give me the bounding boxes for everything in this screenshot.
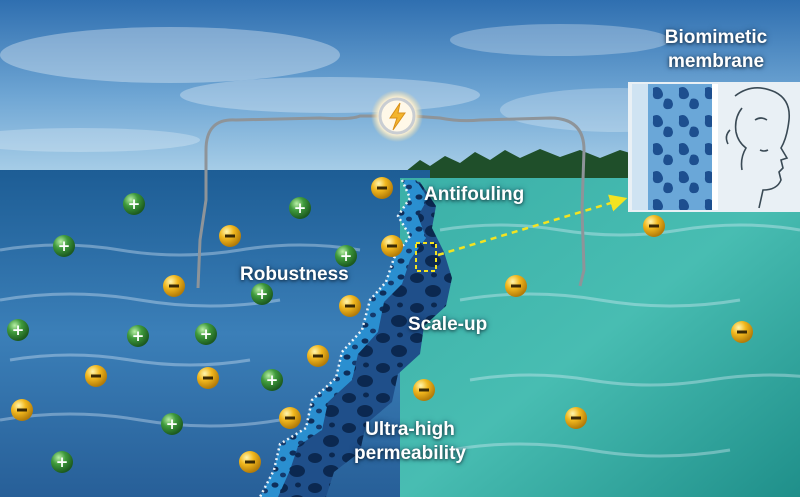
positive-ion: +	[251, 283, 273, 305]
negative-ions	[11, 177, 753, 473]
negative-ion	[197, 367, 219, 389]
svg-text:+: +	[294, 199, 307, 217]
water-ripples	[0, 223, 800, 458]
positive-ion: +	[51, 451, 73, 473]
positive-ion: +	[289, 197, 311, 219]
positive-ion: +	[127, 325, 149, 347]
wire-right	[411, 114, 586, 287]
negative-ion	[339, 295, 361, 317]
svg-text:+: +	[56, 453, 69, 471]
positive-ion: +	[335, 245, 357, 267]
positive-ion: +	[261, 369, 283, 391]
svg-text:+: +	[128, 195, 141, 213]
svg-text:+: +	[256, 285, 269, 303]
wire-left	[196, 114, 382, 289]
positive-ions: + + + + + + + + + + +	[7, 193, 357, 473]
negative-ion	[219, 225, 241, 247]
negative-ion	[413, 379, 435, 401]
highlight-box	[415, 242, 437, 272]
svg-text:+: +	[58, 237, 71, 255]
ultra-line1: Ultra-high	[365, 419, 455, 440]
negative-ion	[565, 407, 587, 429]
svg-text:+: +	[200, 325, 213, 343]
negative-ion	[371, 177, 393, 199]
positive-ion: +	[53, 235, 75, 257]
positive-ion: +	[161, 413, 183, 435]
lightning-bulb-icon	[371, 90, 423, 142]
ultra-high-permeability-label: Ultra-high permeability	[344, 418, 476, 466]
svg-text:+: +	[132, 327, 145, 345]
svg-text:+: +	[266, 371, 279, 389]
negative-ion	[381, 235, 403, 257]
biomimetic-membrane-label: Biomimetic membrane	[640, 26, 792, 74]
svg-text:+: +	[12, 321, 25, 339]
negative-ion	[85, 365, 107, 387]
negative-ion	[307, 345, 329, 367]
svg-text:+: +	[166, 415, 179, 433]
negative-ion	[643, 215, 665, 237]
svg-text:+: +	[340, 247, 353, 265]
antifouling-label: Antifouling	[424, 184, 525, 205]
negative-ion	[279, 407, 301, 429]
positive-ion: +	[7, 319, 29, 341]
membrane-edge	[258, 179, 412, 497]
positive-ion: +	[123, 193, 145, 215]
biomimetic-panel	[628, 82, 800, 212]
ultra-line2: permeability	[354, 443, 466, 464]
negative-ion	[731, 321, 753, 343]
face-profile-icon	[725, 87, 791, 209]
negative-ion	[239, 451, 261, 473]
negative-ion	[163, 275, 185, 297]
negative-ion	[505, 275, 527, 297]
negative-ion	[11, 399, 33, 421]
membrane-skin-layer	[260, 180, 428, 497]
biomimetic-line1: Biomimetic	[664, 27, 768, 48]
scale-up-label: Scale-up	[408, 314, 488, 335]
positive-ion: +	[195, 323, 217, 345]
robustness-label: Robustness	[240, 264, 349, 285]
biomimetic-line2: membrane	[667, 51, 765, 72]
